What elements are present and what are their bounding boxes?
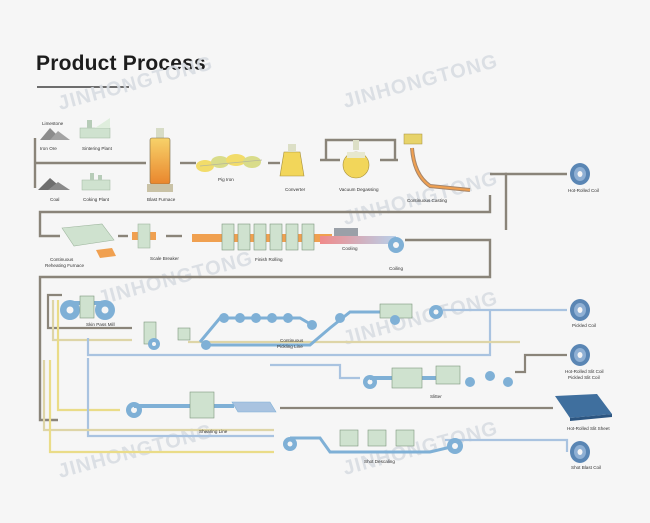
label-limestone: Limestone (42, 121, 64, 126)
label-scale-breaker: Scale Breaker (150, 256, 179, 261)
label-continuous-casting: Continuous Casting (407, 198, 448, 203)
label-shearing-line: Shearing Line (199, 429, 228, 434)
coiling-icon (388, 237, 404, 253)
shot-descaling-icon (283, 429, 463, 454)
label-sintering-plant: Sintering Plant (82, 146, 113, 151)
label-reheating-furnace-1: Continuous (50, 257, 74, 262)
hot-rolled-coil-icon (570, 163, 590, 185)
watermark: JINHONGTONG (341, 287, 501, 350)
label-coiling: Coiling (389, 266, 403, 271)
label-hot-rolled-coil: Hot-Rolled Coil (568, 188, 599, 193)
sintering-plant-icon (79, 118, 111, 139)
slitter-icon (363, 365, 513, 389)
pickling-line-icon (143, 303, 443, 350)
page-title: Product Process (36, 52, 206, 75)
label-coking-plant: Coking Plant (83, 197, 110, 202)
label-shot-blast-coil: Shot Blast Coil (571, 465, 601, 470)
label-blast-furnace: Blast Furnace (147, 197, 176, 202)
limestone-pile (40, 128, 70, 140)
vacuum-degassing-icon (342, 140, 370, 179)
label-slit-coil-1: Hot-Rolled Slit Coil (565, 369, 604, 374)
label-coal: Coal (50, 197, 59, 202)
skin-pass-mill-icon (60, 295, 115, 320)
label-vacuum-degassing: Vacuum Degassing (339, 187, 379, 192)
pickled-coil-icon (570, 299, 590, 321)
label-reheating-furnace-2: Reheating Furnace (45, 263, 85, 268)
finish-rolling-icon (192, 223, 332, 251)
watermark: JINHONGTONG (341, 50, 501, 113)
pig-iron-icon (196, 154, 263, 172)
shearing-line-icon (126, 391, 277, 419)
label-cooling: Cooling (342, 246, 358, 251)
label-shot-descaling: Shot Descaling (364, 459, 395, 464)
label-slit-sheet: Hot-Rolled Slit Sheet (567, 426, 610, 431)
shot-blast-coil-icon (570, 441, 590, 463)
converter-icon (279, 144, 305, 177)
continuous-casting-icon (403, 133, 471, 192)
title-underline (37, 86, 129, 88)
label-skin-pass-mill: Skin Pass Mill (86, 322, 115, 327)
watermark: JINHONGTONG (56, 52, 216, 115)
slit-coil-icon (570, 344, 590, 366)
watermark: JINHONGTONG (341, 417, 501, 480)
label-slit-coil-2: Pickled Slit Coil (568, 375, 600, 380)
label-finish-rolling: Finish Rolling (255, 257, 283, 262)
watermark-group: JINHONGTONG JINHONGTONG JINHONGTONG JINH… (56, 50, 501, 483)
label-pickling-line-2: Pickling Line (277, 344, 303, 349)
coal-pile (38, 178, 70, 190)
branch-lines (42, 293, 569, 454)
slit-sheet-icon (555, 394, 612, 421)
label-iron-ore: Iron Ore (40, 146, 57, 151)
cooling-icon (320, 228, 396, 244)
reheating-furnace-icon (61, 223, 116, 258)
label-pig-iron: Pig Iron (218, 177, 234, 182)
label-converter: Converter (285, 187, 306, 192)
label-slitter: Slitter (430, 394, 442, 399)
label-pickling-line-1: Continuous (280, 338, 304, 343)
label-pickled-coil: Pickled Coil (572, 323, 596, 328)
coking-plant-icon (81, 173, 111, 191)
blast-furnace-icon (147, 128, 173, 192)
scale-breaker-icon (132, 223, 156, 249)
